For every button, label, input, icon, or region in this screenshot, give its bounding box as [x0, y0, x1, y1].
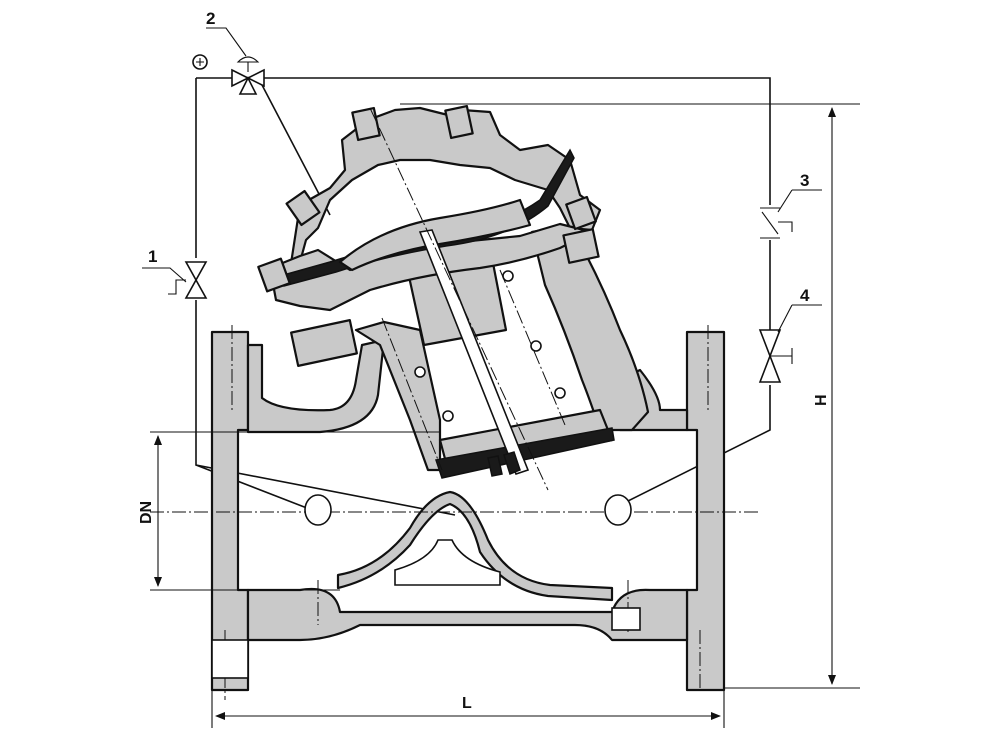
strainer-icon: [760, 207, 793, 239]
dimension-dn-label: DN: [138, 501, 155, 524]
leader-lines: [142, 27, 822, 333]
bolt-markers: [211, 270, 641, 679]
callout-4: 4: [800, 286, 810, 305]
outlet-flange: [685, 330, 726, 692]
three-way-valve-icon: [231, 56, 265, 95]
needle-valve-icon: [168, 261, 208, 299]
callout-3: 3: [800, 171, 809, 190]
dimension-dn: [150, 431, 440, 591]
dimension-h-label: H: [813, 394, 830, 406]
seat-web: [336, 490, 614, 602]
dimension-l-label: L: [462, 695, 472, 712]
pilot-ports: [304, 494, 632, 526]
outlet-port: [604, 494, 632, 526]
isolation-valve-icon: [758, 329, 793, 383]
pilot-tubing: [195, 77, 771, 516]
inlet-port: [304, 494, 332, 526]
valve-stem: [418, 229, 530, 477]
bonnet: [257, 104, 602, 367]
inlet-flange: [210, 330, 250, 692]
callout-2: 2: [206, 9, 215, 28]
dimension-h: [400, 103, 860, 689]
callout-1: 1: [148, 247, 157, 266]
pressure-gauge-icon: [192, 54, 208, 70]
dimension-l: [211, 690, 725, 728]
body-bottom-wall: [246, 587, 689, 642]
